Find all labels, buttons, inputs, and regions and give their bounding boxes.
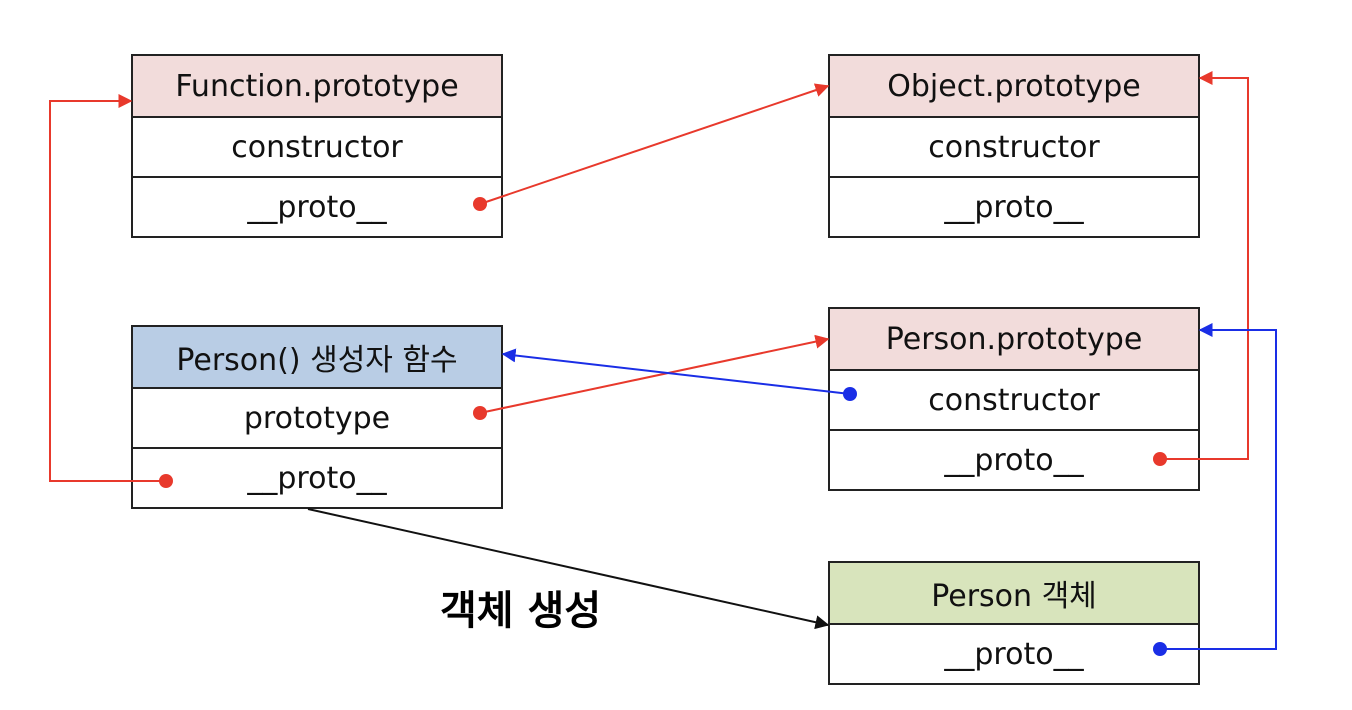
- person-prototype-constructor-field: constructor: [830, 369, 1198, 429]
- person-prototype-title: Person.prototype: [830, 309, 1198, 369]
- function-prototype-constructor-field: constructor: [133, 116, 501, 176]
- person-constructor-proto-dot: [159, 474, 173, 488]
- person-object-title: Person 객체: [830, 563, 1198, 623]
- person-prototype-constructor-to-person-constructor-arrow: [501, 348, 851, 395]
- person-prototype-proto-to-object-prototype-arrow: [1160, 71, 1249, 460]
- object-creation-arrow: [307, 508, 830, 630]
- person-object-proto-to-person-prototype-arrow: [1160, 323, 1277, 650]
- function-prototype-title: Function.prototype: [133, 56, 501, 116]
- person-object-proto-field: __proto__: [830, 623, 1198, 683]
- object-prototype-constructor-field: constructor: [830, 116, 1198, 176]
- person-prototype-proto-field: __proto__: [830, 429, 1198, 489]
- person-constructor-prototype-field: prototype: [133, 387, 501, 447]
- person-object-proto-dot: [1153, 642, 1167, 656]
- person-constructor-title: Person() 생성자 함수: [133, 327, 501, 387]
- object-prototype-box: Object.prototype constructor __proto__: [828, 54, 1200, 238]
- function-proto-to-object-prototype-arrow: [479, 83, 830, 205]
- person-constructor-box: Person() 생성자 함수 prototype __proto__: [131, 325, 503, 509]
- function-prototype-box: Function.prototype constructor __proto__: [131, 54, 503, 238]
- person-constructor-proto-field: __proto__: [133, 447, 501, 507]
- object-prototype-title: Object.prototype: [830, 56, 1198, 116]
- function-prototype-proto-field: __proto__: [133, 176, 501, 236]
- person-prototype-proto-dot: [1153, 452, 1167, 466]
- object-prototype-proto-field: __proto__: [830, 176, 1198, 236]
- person-constructor-prototype-dot: [473, 406, 487, 420]
- person-constructor-proto-to-function-prototype-arrow: [49, 94, 166, 482]
- function-proto-dot: [473, 197, 487, 211]
- person-constructor-prototype-to-person-prototype-arrow: [479, 334, 830, 414]
- person-object-box: Person 객체 __proto__: [828, 561, 1200, 685]
- object-creation-caption: 객체 생성: [440, 588, 602, 634]
- person-prototype-constructor-dot: [843, 387, 857, 401]
- person-prototype-box: Person.prototype constructor __proto__: [828, 307, 1200, 491]
